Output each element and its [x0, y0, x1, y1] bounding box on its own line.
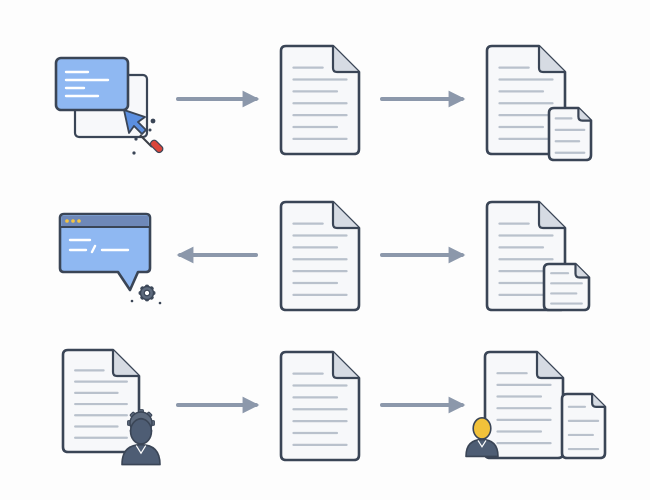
document-icon: [485, 44, 567, 156]
gear-icon: [138, 284, 156, 302]
speech-window: [58, 212, 152, 292]
code-comma: [90, 244, 97, 254]
user-icon: [121, 418, 161, 466]
document-with-user-and-attachment-icon: [465, 350, 607, 460]
attachment-document-icon: [547, 106, 593, 162]
spark-dot: [148, 128, 152, 132]
spark-dot: [134, 137, 138, 141]
screwdriver-handle: [149, 139, 164, 154]
attachment-document-icon: [542, 262, 591, 312]
front-window: [54, 56, 130, 112]
document-icon: [483, 350, 565, 460]
document-icon: [61, 348, 141, 454]
cursor-icon: [123, 109, 147, 135]
document-with-gear-user-icon: [61, 348, 161, 466]
speech-window-with-gear-icon: [58, 212, 162, 305]
spark-dot: [158, 301, 162, 305]
spark-dot: [150, 118, 156, 124]
document-icon: [279, 200, 361, 312]
document-with-attachment-icon: [485, 44, 593, 162]
document-with-attachment-icon: [485, 200, 591, 312]
window-with-cursor-and-screwdriver-icon: [54, 56, 164, 155]
attachment-document-icon: [560, 392, 607, 460]
spark-dot: [130, 299, 134, 303]
user-icon: [465, 417, 499, 458]
spark-dot: [132, 151, 136, 155]
document-icon: [279, 350, 361, 462]
window-header: [62, 216, 148, 227]
window-dot: [77, 219, 81, 223]
document-icon: [279, 44, 361, 156]
window-dot: [65, 219, 69, 223]
window-dot: [71, 219, 75, 223]
